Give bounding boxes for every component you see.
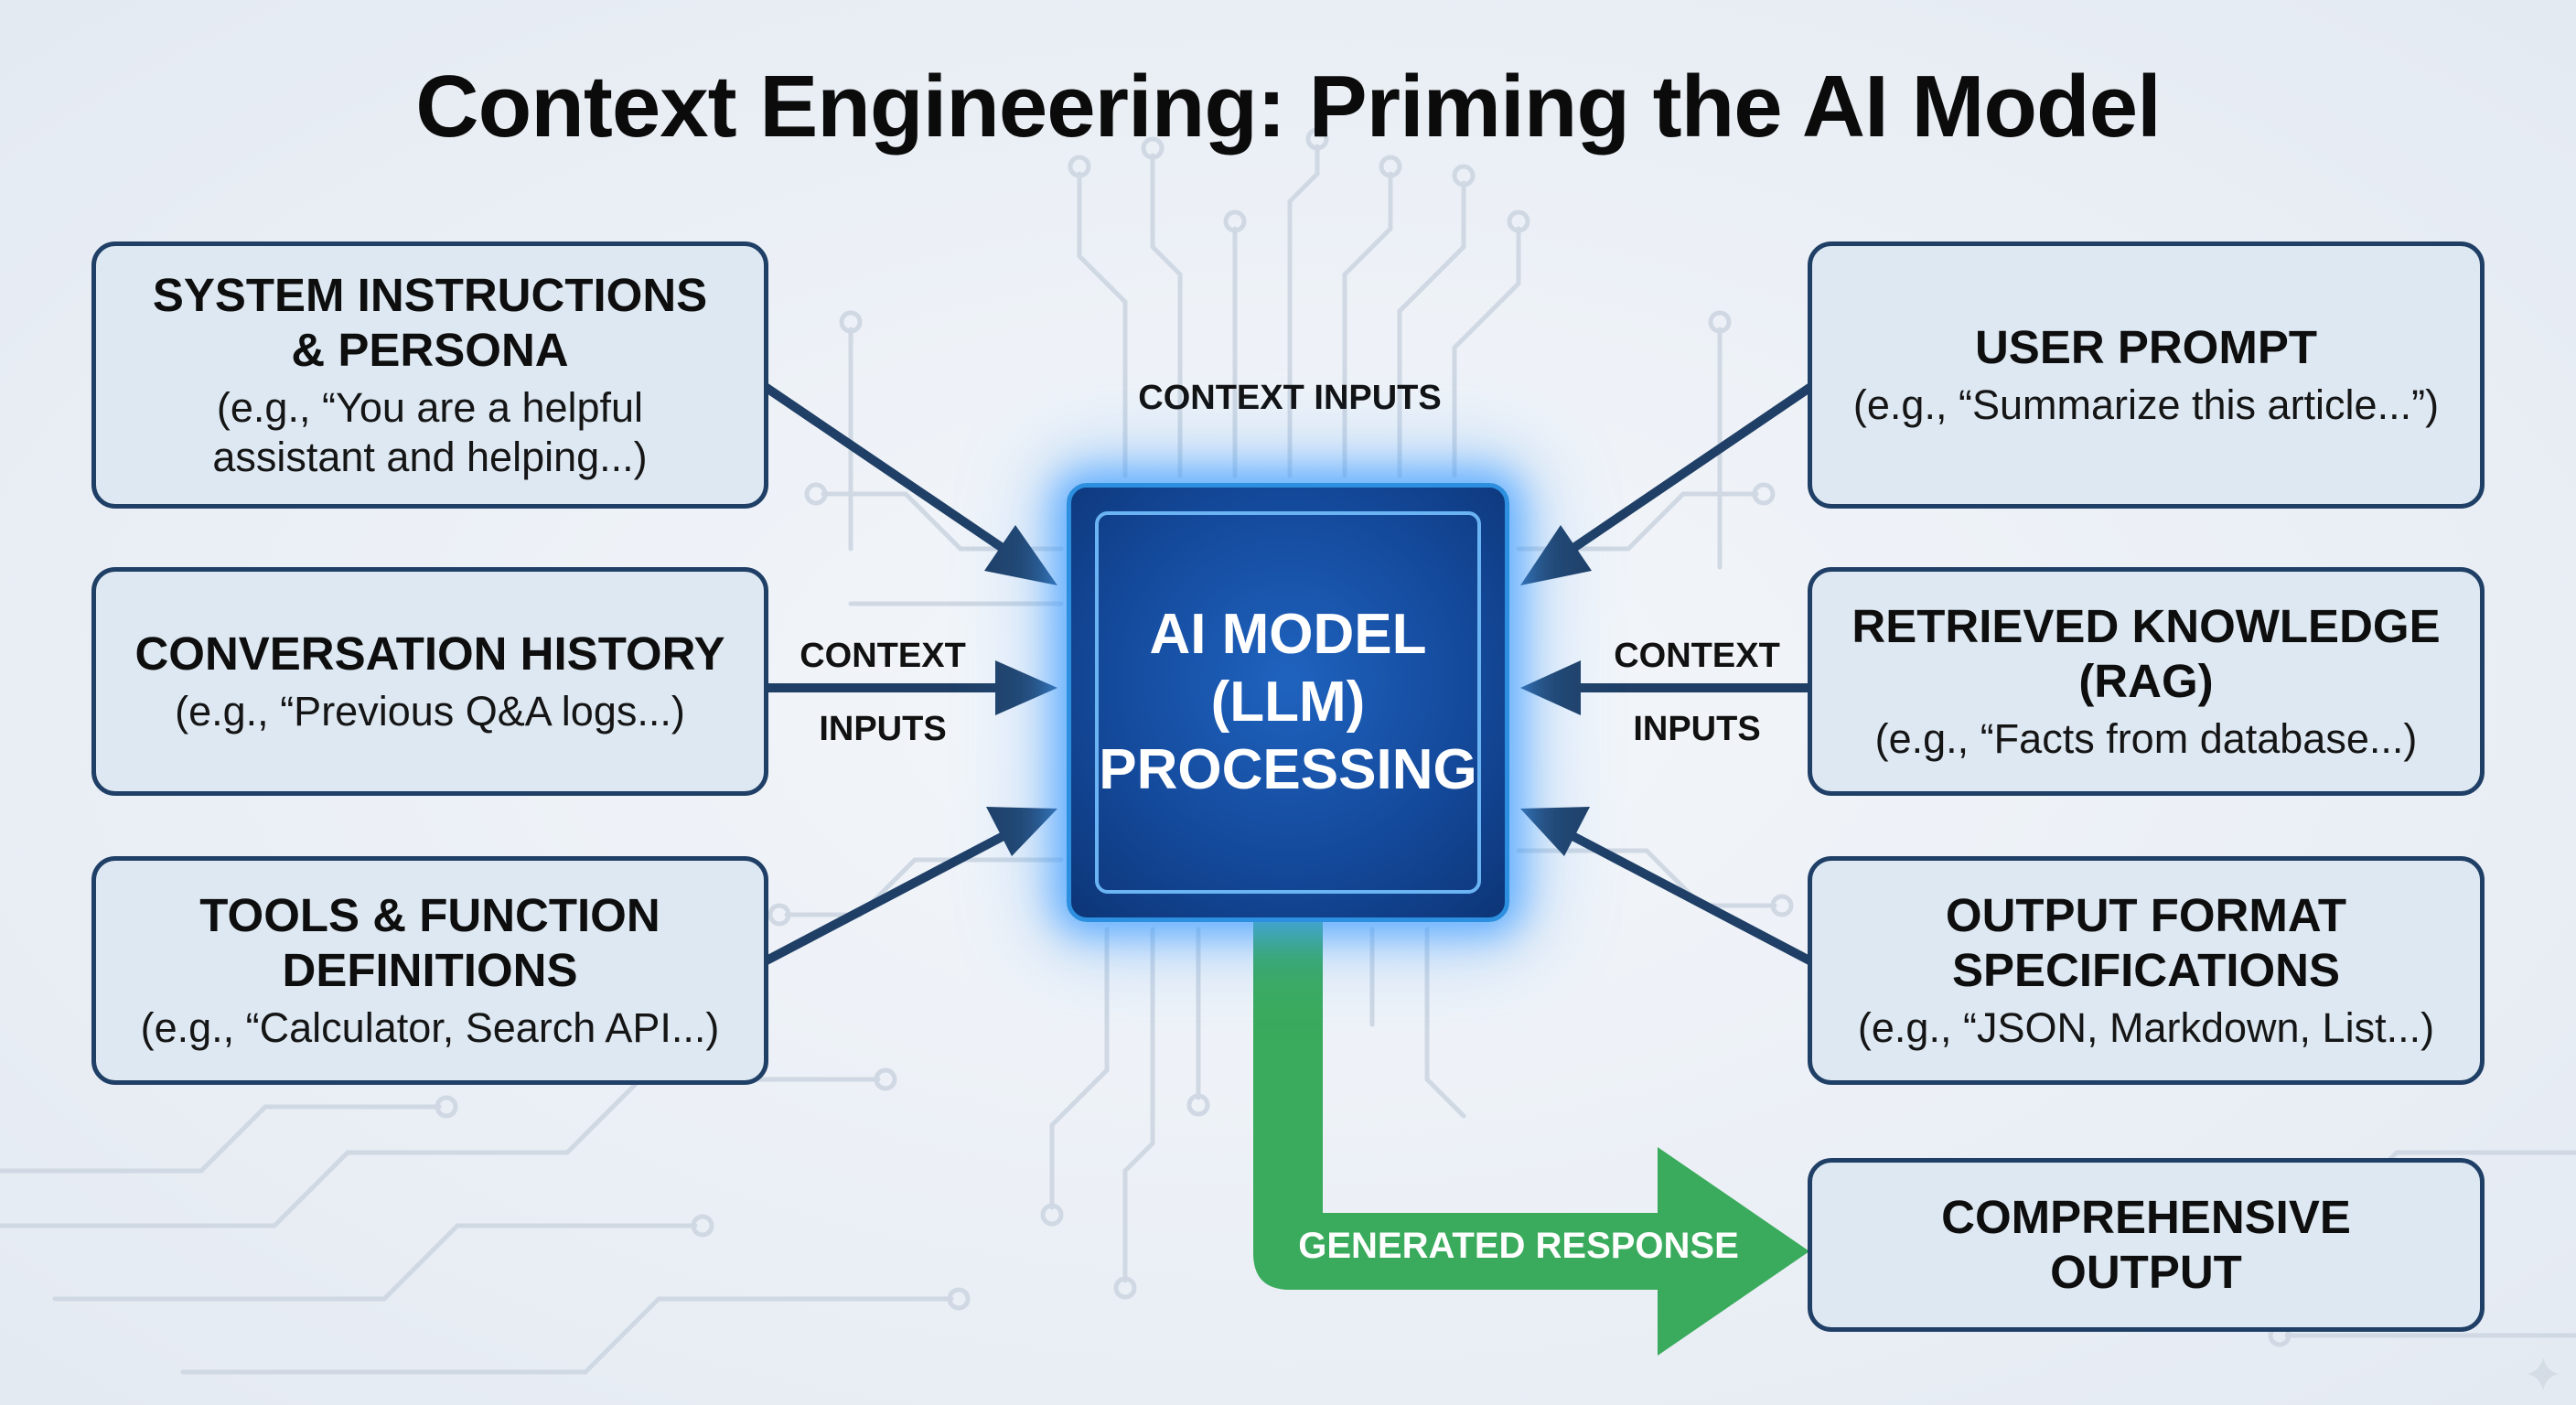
arrowhead-tools	[986, 807, 1057, 856]
arrow-tools-to-core	[762, 824, 1022, 965]
arrow-system-to-core	[762, 383, 1022, 563]
box-title: USER PROMPT	[1974, 321, 2318, 373]
box-description: (e.g., “Summarize this article...”)	[1852, 381, 2440, 428]
generated-response-arrow	[1253, 922, 1809, 1356]
box-title: RETRIEVED KNOWLEDGE (RAG)	[1852, 600, 2441, 707]
label-context-inputs-top: CONTEXT INPUTS	[1138, 379, 1442, 417]
arrowhead-system	[984, 525, 1057, 585]
arrowhead-history	[995, 660, 1057, 715]
arrowheads	[984, 525, 1592, 856]
box-title: SYSTEM INSTRUCTIONS & PERSONA	[152, 269, 708, 376]
box-conversation-history: CONVERSATION HISTORY (e.g., “Previous Q&…	[91, 567, 768, 796]
label-generated-response: GENERATED RESPONSE	[1298, 1226, 1739, 1266]
arrowhead-user-prompt	[1520, 525, 1592, 585]
box-output-format: OUTPUT FORMAT SPECIFICATIONS (e.g., “JSO…	[1808, 856, 2485, 1085]
box-title: TOOLS & FUNCTION DEFINITIONS	[199, 889, 660, 996]
box-description: (e.g., “Previous Q&A logs...)	[175, 688, 685, 735]
box-title: COMPREHENSIVE OUTPUT	[1941, 1191, 2351, 1298]
ai-model-core-inner: AI MODEL (LLM) PROCESSING	[1095, 511, 1481, 894]
diagram-title: Context Engineering: Priming the AI Mode…	[415, 58, 2162, 156]
arrowhead-output-format	[1520, 807, 1590, 856]
arrowhead-retrieved	[1520, 660, 1581, 715]
box-description: (e.g., “Facts from database...)	[1874, 715, 2418, 762]
label-context-inputs-left-2: INPUTS	[819, 710, 947, 748]
box-title: CONVERSATION HISTORY	[134, 627, 725, 680]
arrow-output-format-to-core	[1554, 824, 1814, 965]
box-title: OUTPUT FORMAT SPECIFICATIONS	[1945, 889, 2347, 996]
label-context-inputs-right-2: INPUTS	[1633, 710, 1761, 748]
sparkle-icon	[2527, 1357, 2560, 1390]
label-context-inputs-right-1: CONTEXT	[1614, 637, 1780, 675]
box-system-instructions: SYSTEM INSTRUCTIONS & PERSONA (e.g., “Yo…	[91, 241, 768, 509]
box-description: (e.g., “You are a helpful assistant and …	[212, 384, 648, 480]
box-description: (e.g., “JSON, Markdown, List...)	[1857, 1004, 2435, 1051]
ai-model-core: AI MODEL (LLM) PROCESSING	[1067, 483, 1509, 922]
label-context-inputs-left-1: CONTEXT	[800, 637, 966, 675]
box-description: (e.g., “Calculator, Search API...)	[140, 1004, 720, 1051]
box-user-prompt: USER PROMPT (e.g., “Summarize this artic…	[1808, 241, 2485, 509]
input-arrows	[762, 383, 1814, 965]
box-tools-definitions: TOOLS & FUNCTION DEFINITIONS (e.g., “Cal…	[91, 856, 768, 1085]
box-retrieved-knowledge: RETRIEVED KNOWLEDGE (RAG) (e.g., “Facts …	[1808, 567, 2485, 796]
circuit-traces	[0, 127, 2576, 1375]
ai-model-label: AI MODEL (LLM) PROCESSING	[1099, 603, 1477, 801]
box-comprehensive-output: COMPREHENSIVE OUTPUT	[1808, 1158, 2485, 1332]
arrow-user-prompt-to-core	[1554, 383, 1814, 563]
